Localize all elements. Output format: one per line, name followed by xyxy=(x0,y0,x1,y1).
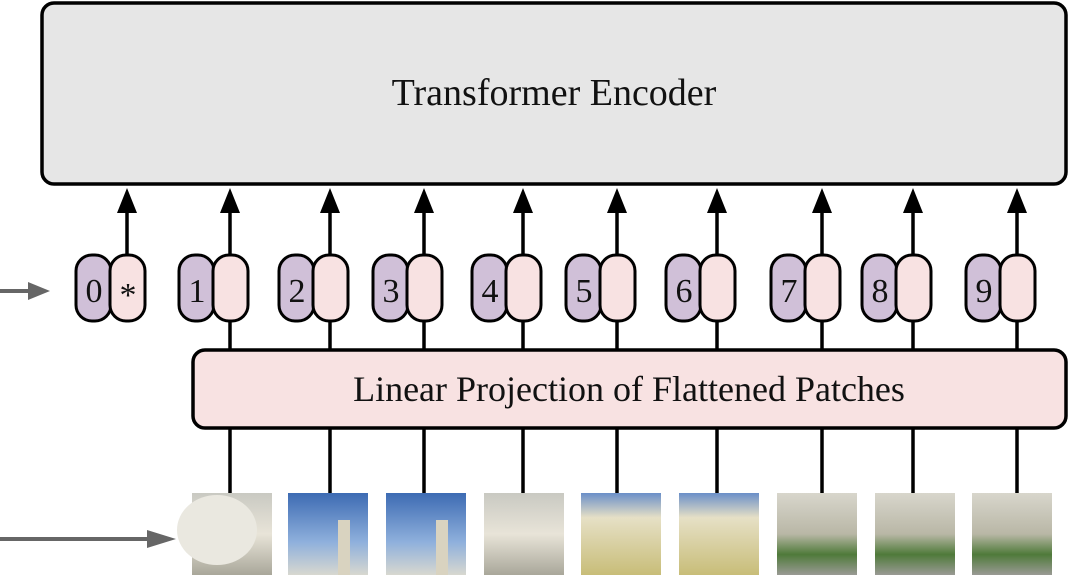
token-5: 5 xyxy=(564,188,637,350)
position-index: 3 xyxy=(383,273,400,310)
patch-embedding-pill xyxy=(108,253,147,323)
token-7: 7 xyxy=(769,188,842,350)
arrow-head-icon xyxy=(220,188,240,213)
token-1: 1 xyxy=(177,188,250,350)
token-3: 3 xyxy=(371,188,444,350)
position-index: 5 xyxy=(576,273,593,310)
patch-embedding-pill xyxy=(698,253,737,323)
patch-image xyxy=(288,493,368,575)
patch-embedding-pill xyxy=(894,253,933,323)
image-patch-1 xyxy=(177,428,272,575)
linear-projection-block: Linear Projection of Flattened Patches xyxy=(191,348,1068,430)
dome-shape xyxy=(177,495,257,565)
encoder-label: Transformer Encoder xyxy=(392,72,717,114)
arrow-head-icon xyxy=(607,188,627,213)
token-9: 9 xyxy=(964,188,1037,350)
position-index: 6 xyxy=(676,273,693,310)
token-4: 4 xyxy=(470,188,543,350)
image-patch-9 xyxy=(972,428,1052,575)
position-index: 9 xyxy=(976,273,993,310)
image-patch-6 xyxy=(679,428,759,575)
patch-embedding-pill xyxy=(405,253,444,323)
position-index: 2 xyxy=(289,273,306,310)
token-8: 8 xyxy=(860,188,933,350)
image-patch-5 xyxy=(581,428,661,575)
transformer-encoder-block: Transformer Encoder xyxy=(40,1,1068,186)
arrow-head-icon xyxy=(903,188,923,213)
image-patch-7 xyxy=(777,428,857,575)
projection-label: Linear Projection of Flattened Patches xyxy=(353,369,905,409)
arrow-head-icon xyxy=(414,188,434,213)
patch-image xyxy=(777,493,857,575)
position-index: 0 xyxy=(86,273,103,310)
image-patch-3 xyxy=(386,428,466,575)
position-index: 4 xyxy=(482,273,499,310)
patch-embedding-pill xyxy=(504,253,543,323)
token-6: 6 xyxy=(664,188,737,350)
patch-embedding-pill xyxy=(598,253,637,323)
patch-image xyxy=(972,493,1052,575)
image-patch-8 xyxy=(875,428,955,575)
patch-image xyxy=(386,493,466,575)
image-patch-2 xyxy=(288,428,368,575)
token-2: 2 xyxy=(277,188,350,350)
patch-embedding-pill xyxy=(803,253,842,323)
tower-shape xyxy=(338,520,350,575)
patch-embedding-pill xyxy=(998,253,1037,323)
image-input-arrow xyxy=(0,530,176,548)
arrow-head-icon xyxy=(812,188,832,213)
arrow-head-icon xyxy=(513,188,533,213)
tower-shape xyxy=(436,520,448,575)
arrow-head-icon xyxy=(1007,188,1027,213)
patch-image xyxy=(875,493,955,575)
arrow-head-icon xyxy=(320,188,340,213)
patch-embedding-pill xyxy=(211,253,250,323)
extra-embedding-arrow xyxy=(0,282,50,300)
image-patch-4 xyxy=(484,428,564,575)
patch-image xyxy=(581,493,661,575)
token-0: 0* xyxy=(74,188,147,323)
position-index: 8 xyxy=(872,273,889,310)
patch-image xyxy=(484,493,564,575)
arrow-head-icon xyxy=(707,188,727,213)
position-index: 1 xyxy=(189,273,206,310)
class-token-symbol: * xyxy=(120,277,137,314)
arrow-head-icon xyxy=(117,188,137,213)
position-index: 7 xyxy=(781,273,798,310)
patch-image xyxy=(679,493,759,575)
patch-embedding-pill xyxy=(311,253,350,323)
